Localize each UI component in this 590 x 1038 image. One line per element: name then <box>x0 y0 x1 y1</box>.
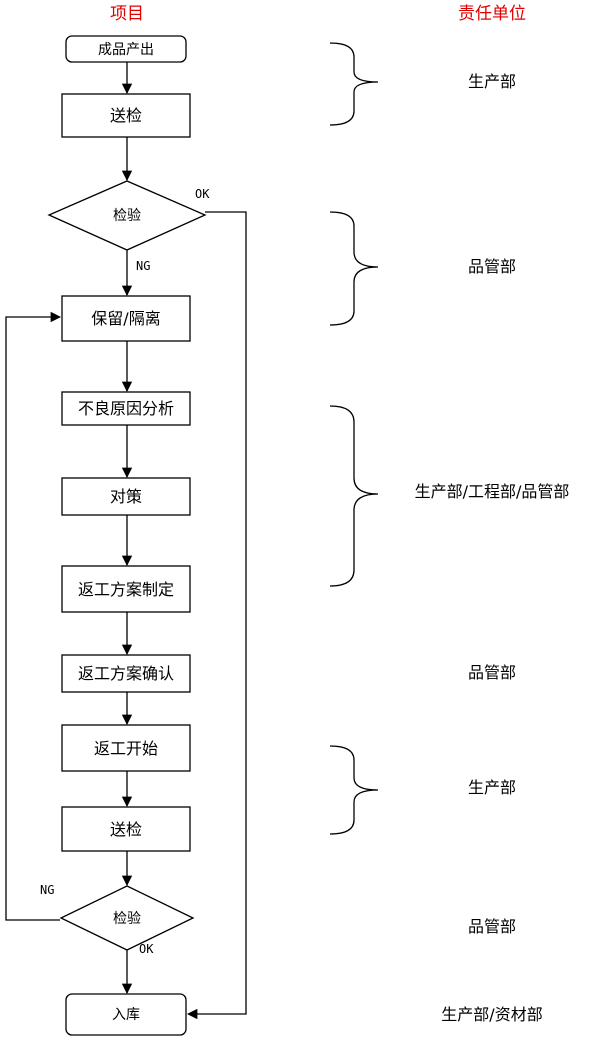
node-confirm-label: 返工方案确认 <box>78 664 174 683</box>
dept-7: 生产部/资材部 <box>441 1005 542 1024</box>
dept-4: 品管部 <box>468 663 516 682</box>
dept-3: 生产部/工程部/品管部 <box>415 482 570 501</box>
node-check2-shape <box>59 885 195 951</box>
node-analysis-label: 不良原因分析 <box>78 399 174 418</box>
dept-1: 生产部 <box>468 72 516 91</box>
node-send2-label: 送检 <box>110 820 142 839</box>
node-measure-shape <box>61 477 191 516</box>
dept-6: 品管部 <box>468 917 516 936</box>
node-start-shape <box>65 35 187 63</box>
node-send1-label: 送检 <box>110 106 142 125</box>
node-confirm-shape <box>61 654 191 693</box>
node-send1-shape <box>61 93 191 138</box>
node-storage-shape <box>65 993 187 1036</box>
node-start-label: 成品产出 <box>98 42 154 58</box>
label-ok-2: OK <box>139 942 154 956</box>
brace-1 <box>329 42 379 126</box>
brace-4 <box>329 745 379 835</box>
node-storage-label: 入库 <box>112 1007 140 1023</box>
node-check2-label: 检验 <box>113 911 141 927</box>
header-project: 项目 <box>110 4 144 24</box>
node-rework-shape <box>61 724 191 772</box>
node-hold-shape <box>61 295 191 342</box>
node-check1-label: 检验 <box>113 208 141 224</box>
edge-check2-ng-hold <box>5 311 62 921</box>
node-send2-shape <box>61 806 191 852</box>
node-analysis-shape <box>61 391 191 426</box>
label-ng-1: NG <box>136 259 150 273</box>
node-measure-label: 对策 <box>110 487 142 506</box>
edge-check1-ok-storage <box>186 211 247 1020</box>
node-check1-shape <box>47 180 207 251</box>
dept-5: 生产部 <box>468 778 516 797</box>
dept-2: 品管部 <box>468 257 516 276</box>
brace-2 <box>329 211 379 326</box>
node-plan-label: 返工方案制定 <box>78 580 174 599</box>
node-rework-label: 返工开始 <box>94 739 158 758</box>
label-ok-1: OK <box>195 187 210 201</box>
node-hold-label: 保留/隔离 <box>91 309 160 328</box>
brace-3 <box>329 405 379 587</box>
node-plan-shape <box>61 565 191 613</box>
header-responsible: 责任单位 <box>458 4 526 24</box>
label-ng-2: NG <box>40 883 54 897</box>
